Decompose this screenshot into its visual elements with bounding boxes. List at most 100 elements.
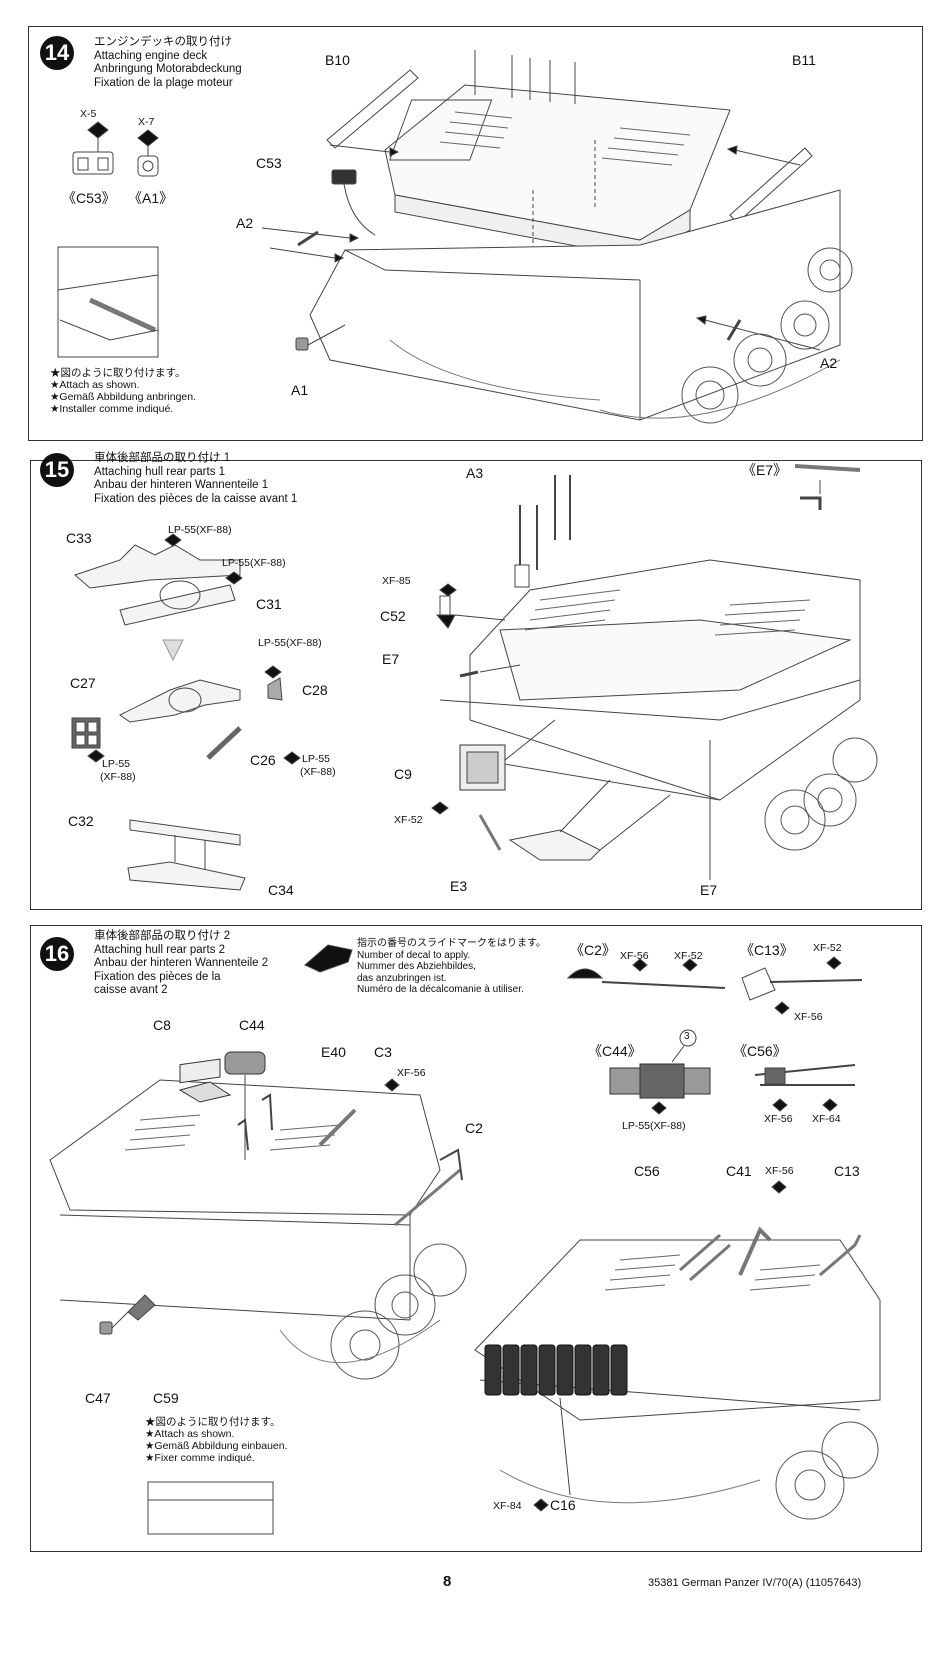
step-16-titles: 車体後部部品の取り付け 2 Attaching hull rear parts … bbox=[94, 930, 268, 998]
subassy-c53-label: 《C53》 bbox=[62, 190, 116, 206]
step-16-title-fr2: caisse avant 2 bbox=[94, 984, 168, 996]
step-15-title-jp: 車体後部部品の取り付け 1 bbox=[94, 452, 231, 464]
note-line: ★Installer comme indiqué. bbox=[50, 403, 174, 415]
subassy-a1-label: 《A1》 bbox=[128, 190, 174, 206]
step-15-number: 15 bbox=[40, 453, 74, 487]
inset-label-c44: 《C44》 bbox=[588, 1043, 642, 1059]
part-label-e40: E40 bbox=[321, 1044, 346, 1060]
part-label-b10: B10 bbox=[325, 52, 350, 68]
step-15-title-fr: Fixation des pièces de la caisse avant 1 bbox=[94, 492, 298, 505]
part-label-c41: C41 bbox=[726, 1163, 752, 1179]
step-14-note: ★図のように取り付けます。 ★Attach as shown. ★Gemäß A… bbox=[50, 367, 196, 415]
part-label-c52: C52 bbox=[380, 608, 406, 624]
decal-note-line: 指示の番号のスライドマークをはります。 bbox=[357, 938, 546, 949]
decal-note-line: Nummer des Abziehbildes, bbox=[357, 961, 476, 972]
part-label-c16: C16 bbox=[550, 1497, 576, 1513]
note-line: ★Gemäß Abbildung einbauen. bbox=[145, 1440, 288, 1452]
part-label-e7-left: E7 bbox=[382, 651, 400, 667]
paint-lp55-b: LP-55(XF-88) bbox=[222, 557, 286, 569]
paint-lp55-e1: LP-55 bbox=[302, 753, 331, 765]
part-label-c8: C8 bbox=[153, 1017, 171, 1033]
decal-note: 指示の番号のスライドマークをはります。 Number of decal to a… bbox=[357, 938, 546, 996]
part-label-c28: C28 bbox=[302, 682, 328, 698]
part-label-c26: C26 bbox=[250, 752, 276, 768]
paint-lp55-c: LP-55(XF-88) bbox=[258, 637, 322, 649]
part-ref-x7: X-7 bbox=[138, 116, 155, 128]
inset-label-c2: 《C2》 bbox=[570, 942, 616, 958]
paint-xf85: XF-85 bbox=[382, 575, 411, 587]
paint-c2-xf52: XF-52 bbox=[674, 950, 703, 962]
paint-c44-lp55: LP-55(XF-88) bbox=[622, 1120, 686, 1132]
note-line: ★Fixer comme indiqué. bbox=[145, 1452, 255, 1464]
inset-label-c56: 《C56》 bbox=[733, 1043, 787, 1059]
step-15-title-de: Anbau der hinteren Wannenteile 1 bbox=[94, 479, 269, 491]
note-line: ★図のように取り付けます。 bbox=[50, 367, 186, 379]
paint-c13-xf52: XF-52 bbox=[813, 942, 842, 954]
step-15-titles: 車体後部部品の取り付け 1 Attaching hull rear parts … bbox=[94, 452, 297, 506]
step-16-panel bbox=[30, 925, 922, 1552]
part-label-c13: C13 bbox=[834, 1163, 860, 1179]
paint-lp55-a: LP-55(XF-88) bbox=[168, 524, 232, 536]
part-label-c34: C34 bbox=[268, 882, 294, 898]
part-label-c31: C31 bbox=[256, 596, 282, 612]
part-label-c9: C9 bbox=[394, 766, 412, 782]
part-label-c59: C59 bbox=[153, 1390, 179, 1406]
part-label-c44: C44 bbox=[239, 1017, 265, 1033]
part-label-c27: C27 bbox=[70, 675, 96, 691]
product-code: 35381 German Panzer IV/70(A) (11057643) bbox=[648, 1577, 862, 1589]
decal-number: 3 bbox=[684, 1031, 690, 1042]
note-line: ★Gemäß Abbildung anbringen. bbox=[50, 391, 197, 403]
paint-lp55-d1: LP-55 bbox=[102, 758, 131, 770]
part-label-e7-inset: 《E7》 bbox=[742, 462, 788, 478]
decal-note-line: das anzubringen ist. bbox=[357, 972, 447, 984]
part-label-a3: A3 bbox=[466, 465, 484, 481]
part-label-b11: B11 bbox=[792, 52, 816, 68]
note-line: ★Attach as shown. bbox=[50, 379, 140, 391]
part-label-a2-left: A2 bbox=[236, 215, 254, 231]
step-16-title-jp: 車体後部部品の取り付け 2 bbox=[94, 930, 231, 942]
paint-c13-xf56: XF-56 bbox=[794, 1011, 823, 1023]
decal-note-line: Numéro de la décalcomanie à utiliser. bbox=[357, 984, 524, 995]
note-line: ★図のように取り付けます。 bbox=[145, 1416, 281, 1428]
step-14-title-fr: Fixation de la plage moteur bbox=[94, 76, 233, 89]
paint-c2-xf56: XF-56 bbox=[620, 950, 649, 962]
part-label-c32: C32 bbox=[68, 813, 94, 829]
paint-lp55-e2: (XF-88) bbox=[300, 766, 336, 778]
step-16-title-fr: Fixation des pièces de la bbox=[94, 970, 221, 983]
paint-lp55-d2: (XF-88) bbox=[100, 771, 136, 783]
decal-note-line: Number of decal to apply. bbox=[357, 949, 471, 961]
paint-xf52: XF-52 bbox=[394, 814, 423, 826]
step-14-number: 14 bbox=[40, 36, 74, 70]
paint-c56-xf56: XF-56 bbox=[764, 1113, 793, 1125]
part-label-e3: E3 bbox=[450, 878, 468, 894]
part-label-a1: A1 bbox=[291, 382, 309, 398]
decal-icon bbox=[304, 944, 353, 973]
part-label-c33: C33 bbox=[66, 530, 92, 546]
step-16-number: 16 bbox=[40, 937, 74, 971]
step-15-title-en: Attaching hull rear parts 1 bbox=[94, 465, 226, 478]
part-label-c53: C53 bbox=[256, 155, 282, 171]
step-14-title-jp: エンジンデッキの取り付け bbox=[94, 36, 232, 48]
step-14-title-en: Attaching engine deck bbox=[94, 49, 208, 62]
step-16-title-en: Attaching hull rear parts 2 bbox=[94, 943, 226, 956]
part-label-e7-bottom: E7 bbox=[700, 882, 718, 898]
part-label-a2-right: A2 bbox=[820, 355, 838, 371]
paint-c16-xf84: XF-84 bbox=[493, 1500, 522, 1512]
page-number: 8 bbox=[443, 1573, 452, 1590]
step-16-title-de: Anbau der hinteren Wannenteile 2 bbox=[94, 957, 269, 969]
paint-c56-xf64: XF-64 bbox=[812, 1113, 841, 1125]
part-label-c56: C56 bbox=[634, 1163, 660, 1179]
part-label-c47: C47 bbox=[85, 1390, 111, 1406]
step-14-title-de: Anbringung Motorabdeckung bbox=[94, 63, 242, 75]
part-label-c2: C2 bbox=[465, 1120, 483, 1136]
part-ref-x5: X-5 bbox=[80, 108, 97, 120]
step-16-note: ★図のように取り付けます。 ★Attach as shown. ★Gemäß A… bbox=[145, 1416, 288, 1464]
note-line: ★Attach as shown. bbox=[145, 1428, 235, 1440]
part-label-c3: C3 bbox=[374, 1044, 392, 1060]
paint-c41-xf56: XF-56 bbox=[765, 1165, 794, 1177]
paint-c3-xf56: XF-56 bbox=[397, 1067, 426, 1079]
inset-label-c13: 《C13》 bbox=[740, 942, 794, 958]
